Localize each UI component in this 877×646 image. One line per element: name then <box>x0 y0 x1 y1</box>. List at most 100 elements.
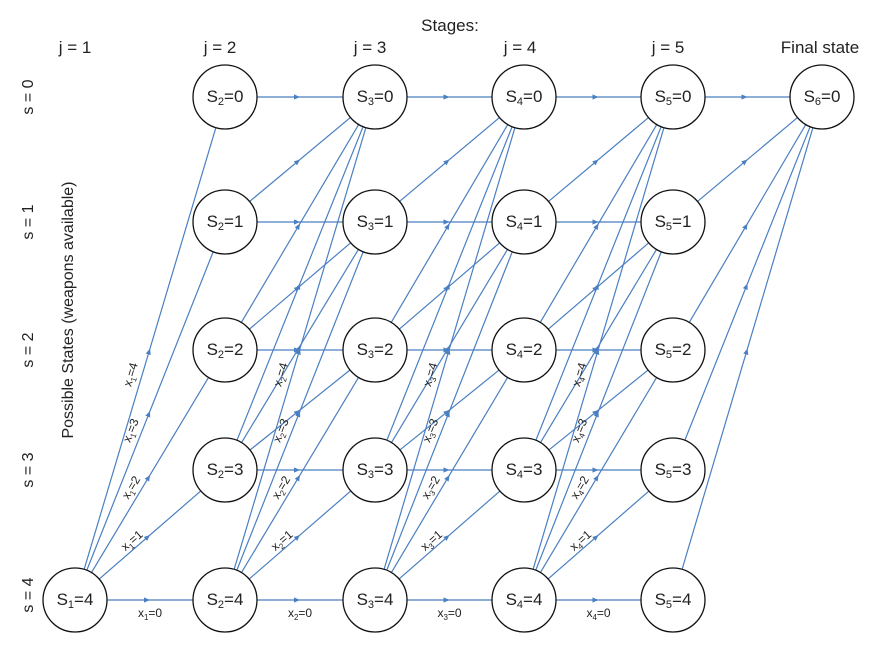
node-circle-s3-4 <box>342 567 408 633</box>
edge-s3-4-to-s4-3-arrowhead <box>443 535 450 541</box>
node-label-s4-4: S4=4 <box>506 590 543 610</box>
node-circle-s2-4 <box>192 567 258 633</box>
node-s2-0: S2=0 <box>192 64 258 130</box>
edge-label-x2-0: x2=0 <box>288 606 312 622</box>
edge-s1-4-to-s2-1-arrowhead <box>145 411 151 418</box>
edge-s1-4-to-s2-0-arrowhead <box>145 348 151 355</box>
edge-s4-1-to-s5-0-arrowhead <box>592 159 599 166</box>
edge-label-x3-2: x3=2 <box>418 473 444 502</box>
edge-s4-4-to-s5-3-arrowhead <box>592 535 599 541</box>
edge-s3-3-to-s4-2-arrowhead <box>443 410 450 416</box>
node-circle-s4-4 <box>491 567 557 633</box>
edge-s3-3-to-s4-3-arrowhead <box>443 467 450 473</box>
node-label-s4-1: S4=1 <box>506 212 543 232</box>
node-s2-1: S2=1 <box>192 189 258 255</box>
edge-s2-3-to-s3-2-arrowhead <box>293 410 300 416</box>
node-circle-s3-1 <box>342 189 408 255</box>
edge-label-x4-0: x4=0 <box>586 606 610 622</box>
node-s5-4: S5=4 <box>640 567 706 633</box>
node-label-s2-1: S2=1 <box>207 212 244 232</box>
node-circle-s6-0 <box>789 64 855 130</box>
node-s4-0: S4=0 <box>491 64 557 130</box>
node-label-s3-0: S3=0 <box>357 87 394 107</box>
edge-s4-4-to-s5-2-arrowhead <box>593 475 599 482</box>
edge-s5-4-to-s6-0-arrowhead <box>743 348 749 355</box>
stage-header-3: j = 3 <box>353 38 387 57</box>
node-label-s6-0: S6=0 <box>804 87 841 107</box>
edge-label-x2-3: x2=3 <box>270 416 294 445</box>
row-label-s2: s = 2 <box>20 332 37 367</box>
edge-s4-4-to-s5-0-arrowhead <box>594 348 600 355</box>
edge-label-x3-3: x3=3 <box>419 416 443 445</box>
edge-s2-4-to-s3-0-arrowhead <box>295 348 301 355</box>
edge-s1-4-to-s2-3-arrowhead <box>143 535 150 541</box>
edge-label-x1-3: x1=3 <box>120 416 144 445</box>
node-label-s3-3: S3=3 <box>357 460 394 480</box>
edge-s3-4-to-s4-1-arrowhead <box>444 411 450 418</box>
node-s4-2: S4=2 <box>491 317 557 383</box>
node-label-s5-0: S5=0 <box>655 87 692 107</box>
edge-label-x4-2: x4=2 <box>567 473 593 502</box>
node-circle-s3-0 <box>342 64 408 130</box>
node-circle-s2-0 <box>192 64 258 130</box>
node-label-s4-2: S4=2 <box>506 340 543 360</box>
node-circle-s4-3 <box>491 437 557 503</box>
node-s1-4: S1=4 <box>42 567 108 633</box>
edge-s3-1-to-s4-1-arrowhead <box>443 219 450 225</box>
edge-s2-0-to-s3-0-arrowhead <box>294 94 300 100</box>
edge-s2-1-to-s3-0-arrowhead <box>293 159 300 166</box>
edge-label-x3-4: x3=4 <box>420 361 442 389</box>
node-s3-4: S3=4 <box>342 567 408 633</box>
node-circle-s5-1 <box>640 189 706 255</box>
edge-s3-4-to-s4-0-arrowhead <box>445 348 451 355</box>
edge-s2-1-to-s3-1-arrowhead <box>294 219 300 225</box>
edge-s2-4-to-s3-1-arrowhead <box>295 411 301 418</box>
edge-label-x2-2: x2=2 <box>269 473 295 502</box>
node-s5-3: S5=3 <box>640 437 706 503</box>
edge-label-x4-4: x4=4 <box>569 361 591 389</box>
edge-label-x1-4: x1=4 <box>121 361 143 389</box>
node-circle-s1-4 <box>42 567 108 633</box>
node-label-s5-4: S5=4 <box>655 590 692 610</box>
node-circle-s2-3 <box>192 437 258 503</box>
node-s4-4: S4=4 <box>491 567 557 633</box>
node-label-s1-4: S1=4 <box>57 590 94 610</box>
node-circle-s3-3 <box>342 437 408 503</box>
y-axis-label: Possible States (weapons available) <box>60 181 77 438</box>
edge-s3-0-to-s4-0-arrowhead <box>443 94 450 100</box>
edge-s4-1-to-s5-1-arrowhead <box>592 219 599 225</box>
node-label-s2-3: S2=3 <box>207 460 244 480</box>
node-circle-s4-2 <box>491 317 557 383</box>
node-label-s4-3: S4=3 <box>506 460 543 480</box>
edges-layer <box>83 94 814 603</box>
edge-s5-3-to-s6-0-arrowhead <box>742 283 748 291</box>
edge-s2-4-to-s3-4-arrowhead <box>294 597 300 603</box>
node-circle-s5-2 <box>640 317 706 383</box>
nodes-layer: S1=4S2=0S2=1S2=2S2=3S2=4S3=0S3=1S3=2S3=3… <box>42 64 855 633</box>
node-circle-s5-4 <box>640 567 706 633</box>
edge-s1-4-to-s2-4-arrowhead <box>144 597 150 603</box>
edge-s5-1-to-s6-0-arrowhead <box>741 159 748 166</box>
edge-s3-4-to-s4-4-arrowhead <box>443 597 450 603</box>
row-label-s1: s = 1 <box>20 204 37 239</box>
edge-label-x1-0: x1=0 <box>138 606 162 622</box>
edge-s5-0-to-s6-0-arrowhead <box>741 94 748 100</box>
node-s5-1: S5=1 <box>640 189 706 255</box>
edge-s2-2-to-s3-0-arrowhead <box>294 223 300 230</box>
node-label-s3-1: S3=1 <box>357 212 394 232</box>
stage-header-4: j = 4 <box>503 38 537 57</box>
stage-header-final: Final state <box>781 38 859 57</box>
node-circle-s2-1 <box>192 189 258 255</box>
stage-header-5: j = 5 <box>651 38 685 57</box>
edge-s2-3-to-s3-3-arrowhead <box>294 467 300 473</box>
node-label-s3-2: S3=2 <box>357 340 394 360</box>
node-circle-s5-3 <box>640 437 706 503</box>
edge-s3-3-to-s4-0-arrowhead <box>444 283 450 291</box>
edge-s5-2-to-s6-0-arrowhead <box>742 223 748 230</box>
edge-label-x1-2: x1=2 <box>119 473 145 502</box>
node-label-s4-0: S4=0 <box>506 87 543 107</box>
node-label-s2-2: S2=2 <box>207 340 244 360</box>
node-circle-s5-0 <box>640 64 706 130</box>
node-s3-0: S3=0 <box>342 64 408 130</box>
node-label-s5-1: S5=1 <box>655 212 692 232</box>
